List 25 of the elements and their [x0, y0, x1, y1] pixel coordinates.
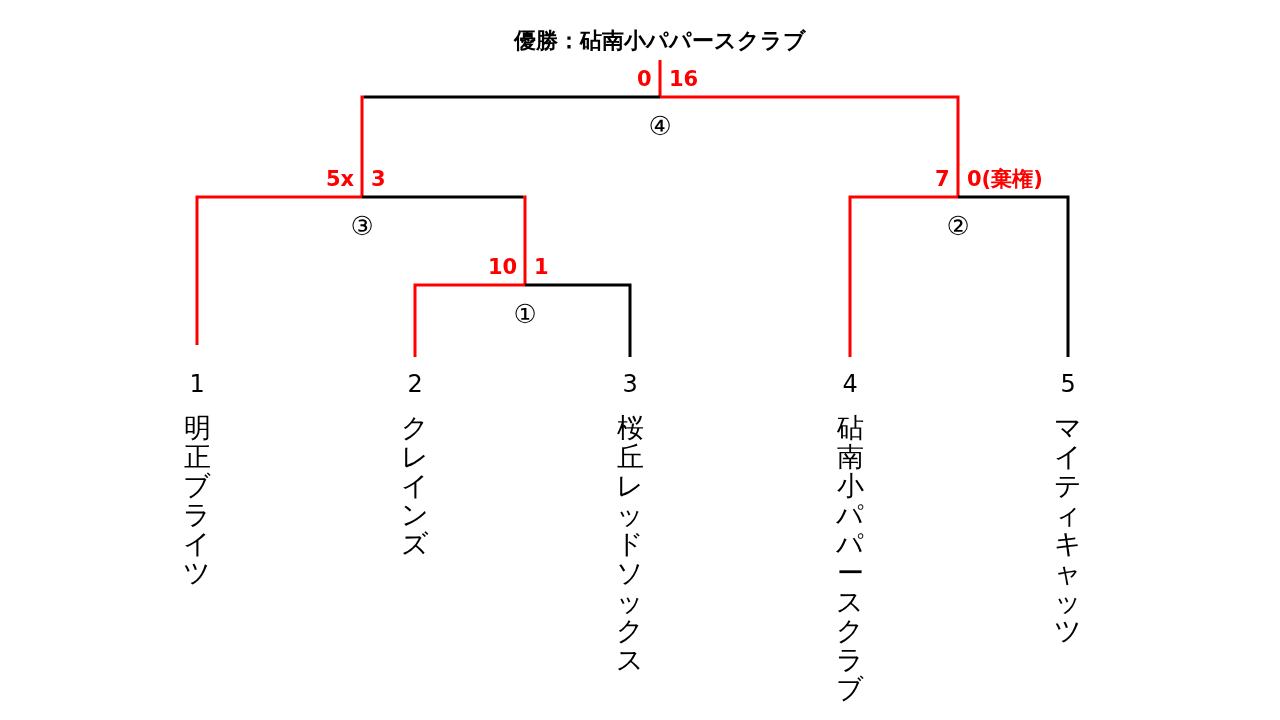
bracket-line — [195, 195, 362, 345]
team-name: 桜丘レッドソックス — [615, 413, 645, 674]
team-name: 砧南小パパースクラブ — [835, 413, 865, 703]
match-number: ① — [513, 299, 537, 329]
bracket-line — [413, 283, 525, 357]
entry-number: 3 — [622, 370, 638, 398]
match-number: ④ — [648, 111, 672, 141]
team-name: クレインズ — [400, 413, 430, 558]
match-number: ② — [946, 211, 970, 241]
bracket-line — [525, 283, 632, 357]
bracket-line — [658, 60, 662, 97]
title: 優勝：砧南小パパースクラブ — [514, 27, 806, 55]
entry-number: 2 — [407, 370, 423, 398]
score-label: 0(棄権) — [967, 167, 1043, 191]
entry-number: 5 — [1060, 370, 1076, 398]
team-name: 明正ブライツ — [182, 413, 212, 587]
bracket-line — [360, 95, 660, 197]
bracket-line — [848, 195, 958, 357]
entry-number: 1 — [189, 370, 205, 398]
bracket-line — [660, 95, 960, 197]
entry-number: 4 — [842, 370, 858, 398]
team-name: マイティキャッツ — [1053, 413, 1083, 645]
bracket-line — [362, 195, 527, 285]
match-number: ③ — [350, 211, 374, 241]
bracket-line — [958, 195, 1070, 357]
